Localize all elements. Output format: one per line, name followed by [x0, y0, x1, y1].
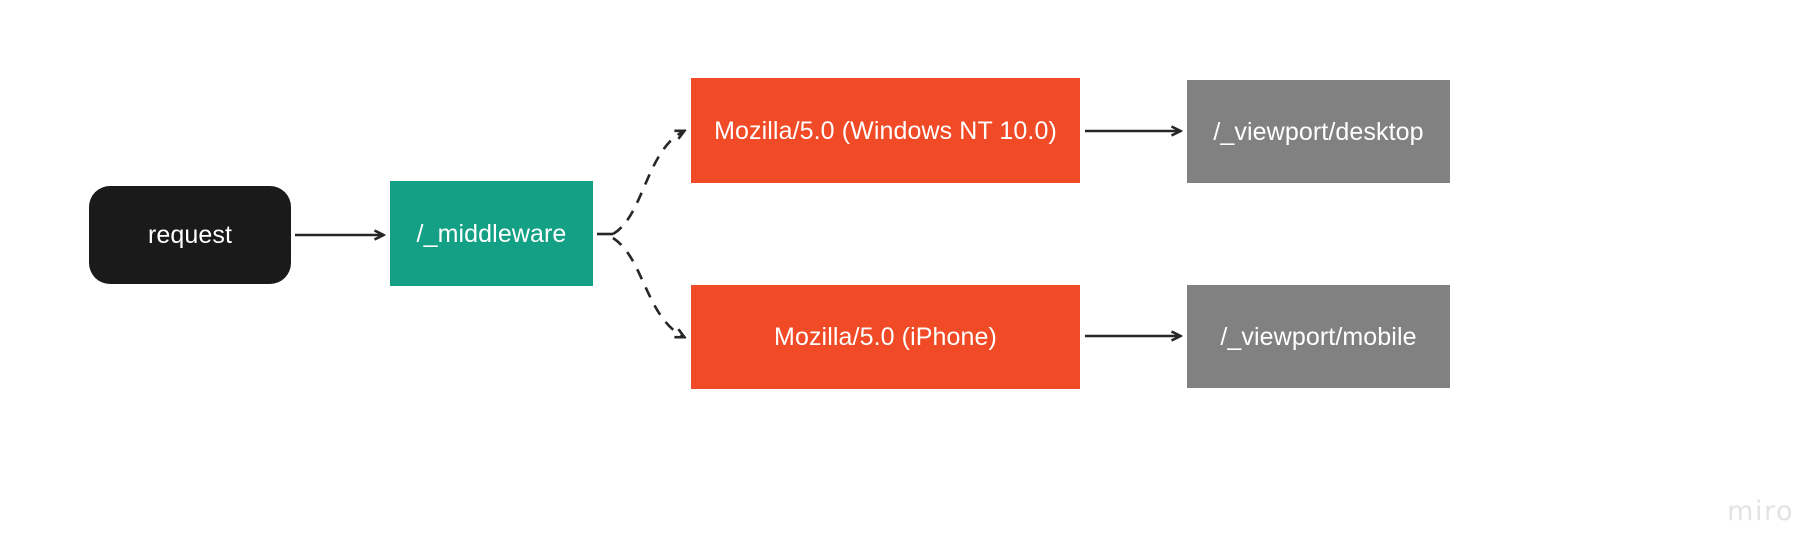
node-user-agent-desktop[interactable]: Mozilla/5.0 (Windows NT 10.0): [691, 78, 1080, 183]
node-viewport-desktop-label: /_viewport/desktop: [1213, 117, 1424, 146]
edge-middleware-to-ua-mobile: [612, 236, 684, 337]
node-middleware[interactable]: /_middleware: [390, 181, 593, 286]
edge-middleware-to-ua-desktop: [612, 131, 684, 236]
node-viewport-desktop[interactable]: /_viewport/desktop: [1187, 80, 1450, 183]
node-middleware-label: /_middleware: [416, 219, 567, 248]
node-user-agent-desktop-label: Mozilla/5.0 (Windows NT 10.0): [714, 116, 1057, 145]
node-request-label: request: [147, 221, 233, 249]
node-viewport-mobile-label: /_viewport/mobile: [1220, 322, 1417, 351]
node-request[interactable]: request: [89, 186, 291, 284]
node-user-agent-mobile[interactable]: Mozilla/5.0 (iPhone): [691, 285, 1080, 389]
node-user-agent-mobile-label: Mozilla/5.0 (iPhone): [774, 323, 997, 351]
miro-watermark: miro: [1727, 496, 1794, 527]
node-viewport-mobile[interactable]: /_viewport/mobile: [1187, 285, 1450, 388]
